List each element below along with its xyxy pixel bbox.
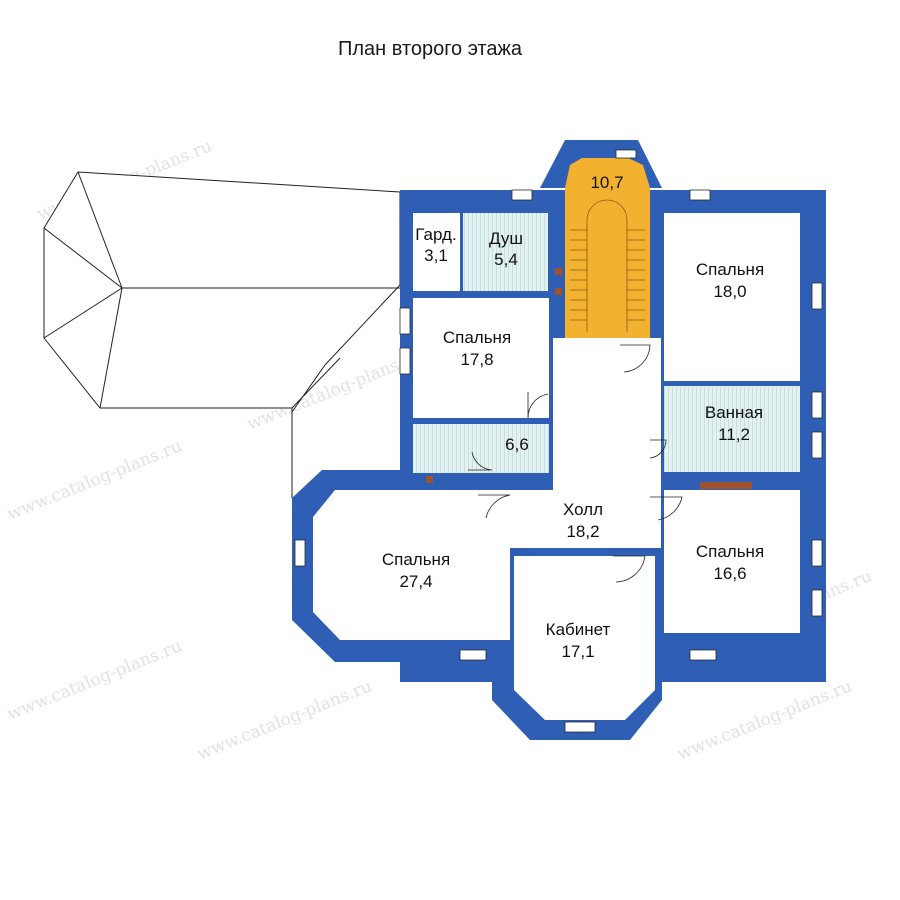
shower-name-label: Душ — [489, 229, 523, 248]
hall-area-label: 18,2 — [566, 522, 599, 541]
bedroom-w-name-label: Спальня — [382, 550, 450, 569]
watermark-text: www.catalog-plans.ru — [4, 436, 185, 524]
room-hall — [553, 338, 661, 548]
watermark-text: www.catalog-plans.ru — [674, 676, 855, 764]
windows — [294, 149, 823, 733]
room-bedroom-w — [313, 490, 510, 640]
rooms-layer — [313, 158, 800, 720]
doors — [468, 344, 683, 583]
room-gard — [413, 213, 460, 291]
bedroom-ne-area-label: 18,0 — [713, 282, 746, 301]
study-name-label: Кабинет — [546, 620, 611, 639]
room-bath — [664, 386, 800, 472]
stair-room — [565, 158, 650, 338]
radiators — [426, 268, 752, 489]
room-study — [514, 556, 655, 720]
stair-area-label: 10,7 — [590, 173, 623, 192]
garage-roof — [43, 171, 401, 498]
plan-title: План второго этажа — [337, 38, 523, 60]
bedroom-nw-area-label: 17,8 — [460, 350, 493, 369]
room-shower — [463, 213, 548, 291]
bath-area-label: 11,2 — [718, 425, 750, 444]
room-hall-west — [510, 490, 558, 548]
hall-name-label: Холл — [563, 500, 603, 519]
room-bedroom-ne — [664, 213, 800, 381]
study-area-label: 17,1 — [561, 642, 594, 661]
room-bedroom-e — [664, 490, 800, 633]
room-bedroom-nw — [413, 298, 549, 418]
bedroom-e-name-label: Спальня — [696, 542, 764, 561]
room-utility — [413, 424, 549, 473]
bedroom-ne-name-label: Спальня — [696, 260, 764, 279]
bedroom-w-area-label: 27,4 — [399, 572, 432, 591]
bedroom-nw-name-label: Спальня — [443, 328, 511, 347]
gard-area-label: 3,1 — [424, 246, 448, 265]
watermark-text: www.catalog-plans.ru — [4, 636, 185, 724]
staircase — [570, 199, 645, 332]
bath-name-label: Ванная — [705, 403, 763, 422]
watermark-text: www.catalog-plans.ru — [194, 676, 375, 764]
bedroom-e-area-label: 16,6 — [713, 564, 746, 583]
utility-area-label: 6,6 — [505, 435, 529, 454]
gard-name-label: Гард. — [415, 225, 456, 244]
shower-area-label: 5,4 — [494, 250, 518, 269]
room-labels: 10,7 Гард. 3,1 Душ 5,4 Спальня 18,0 Спал… — [382, 173, 764, 661]
